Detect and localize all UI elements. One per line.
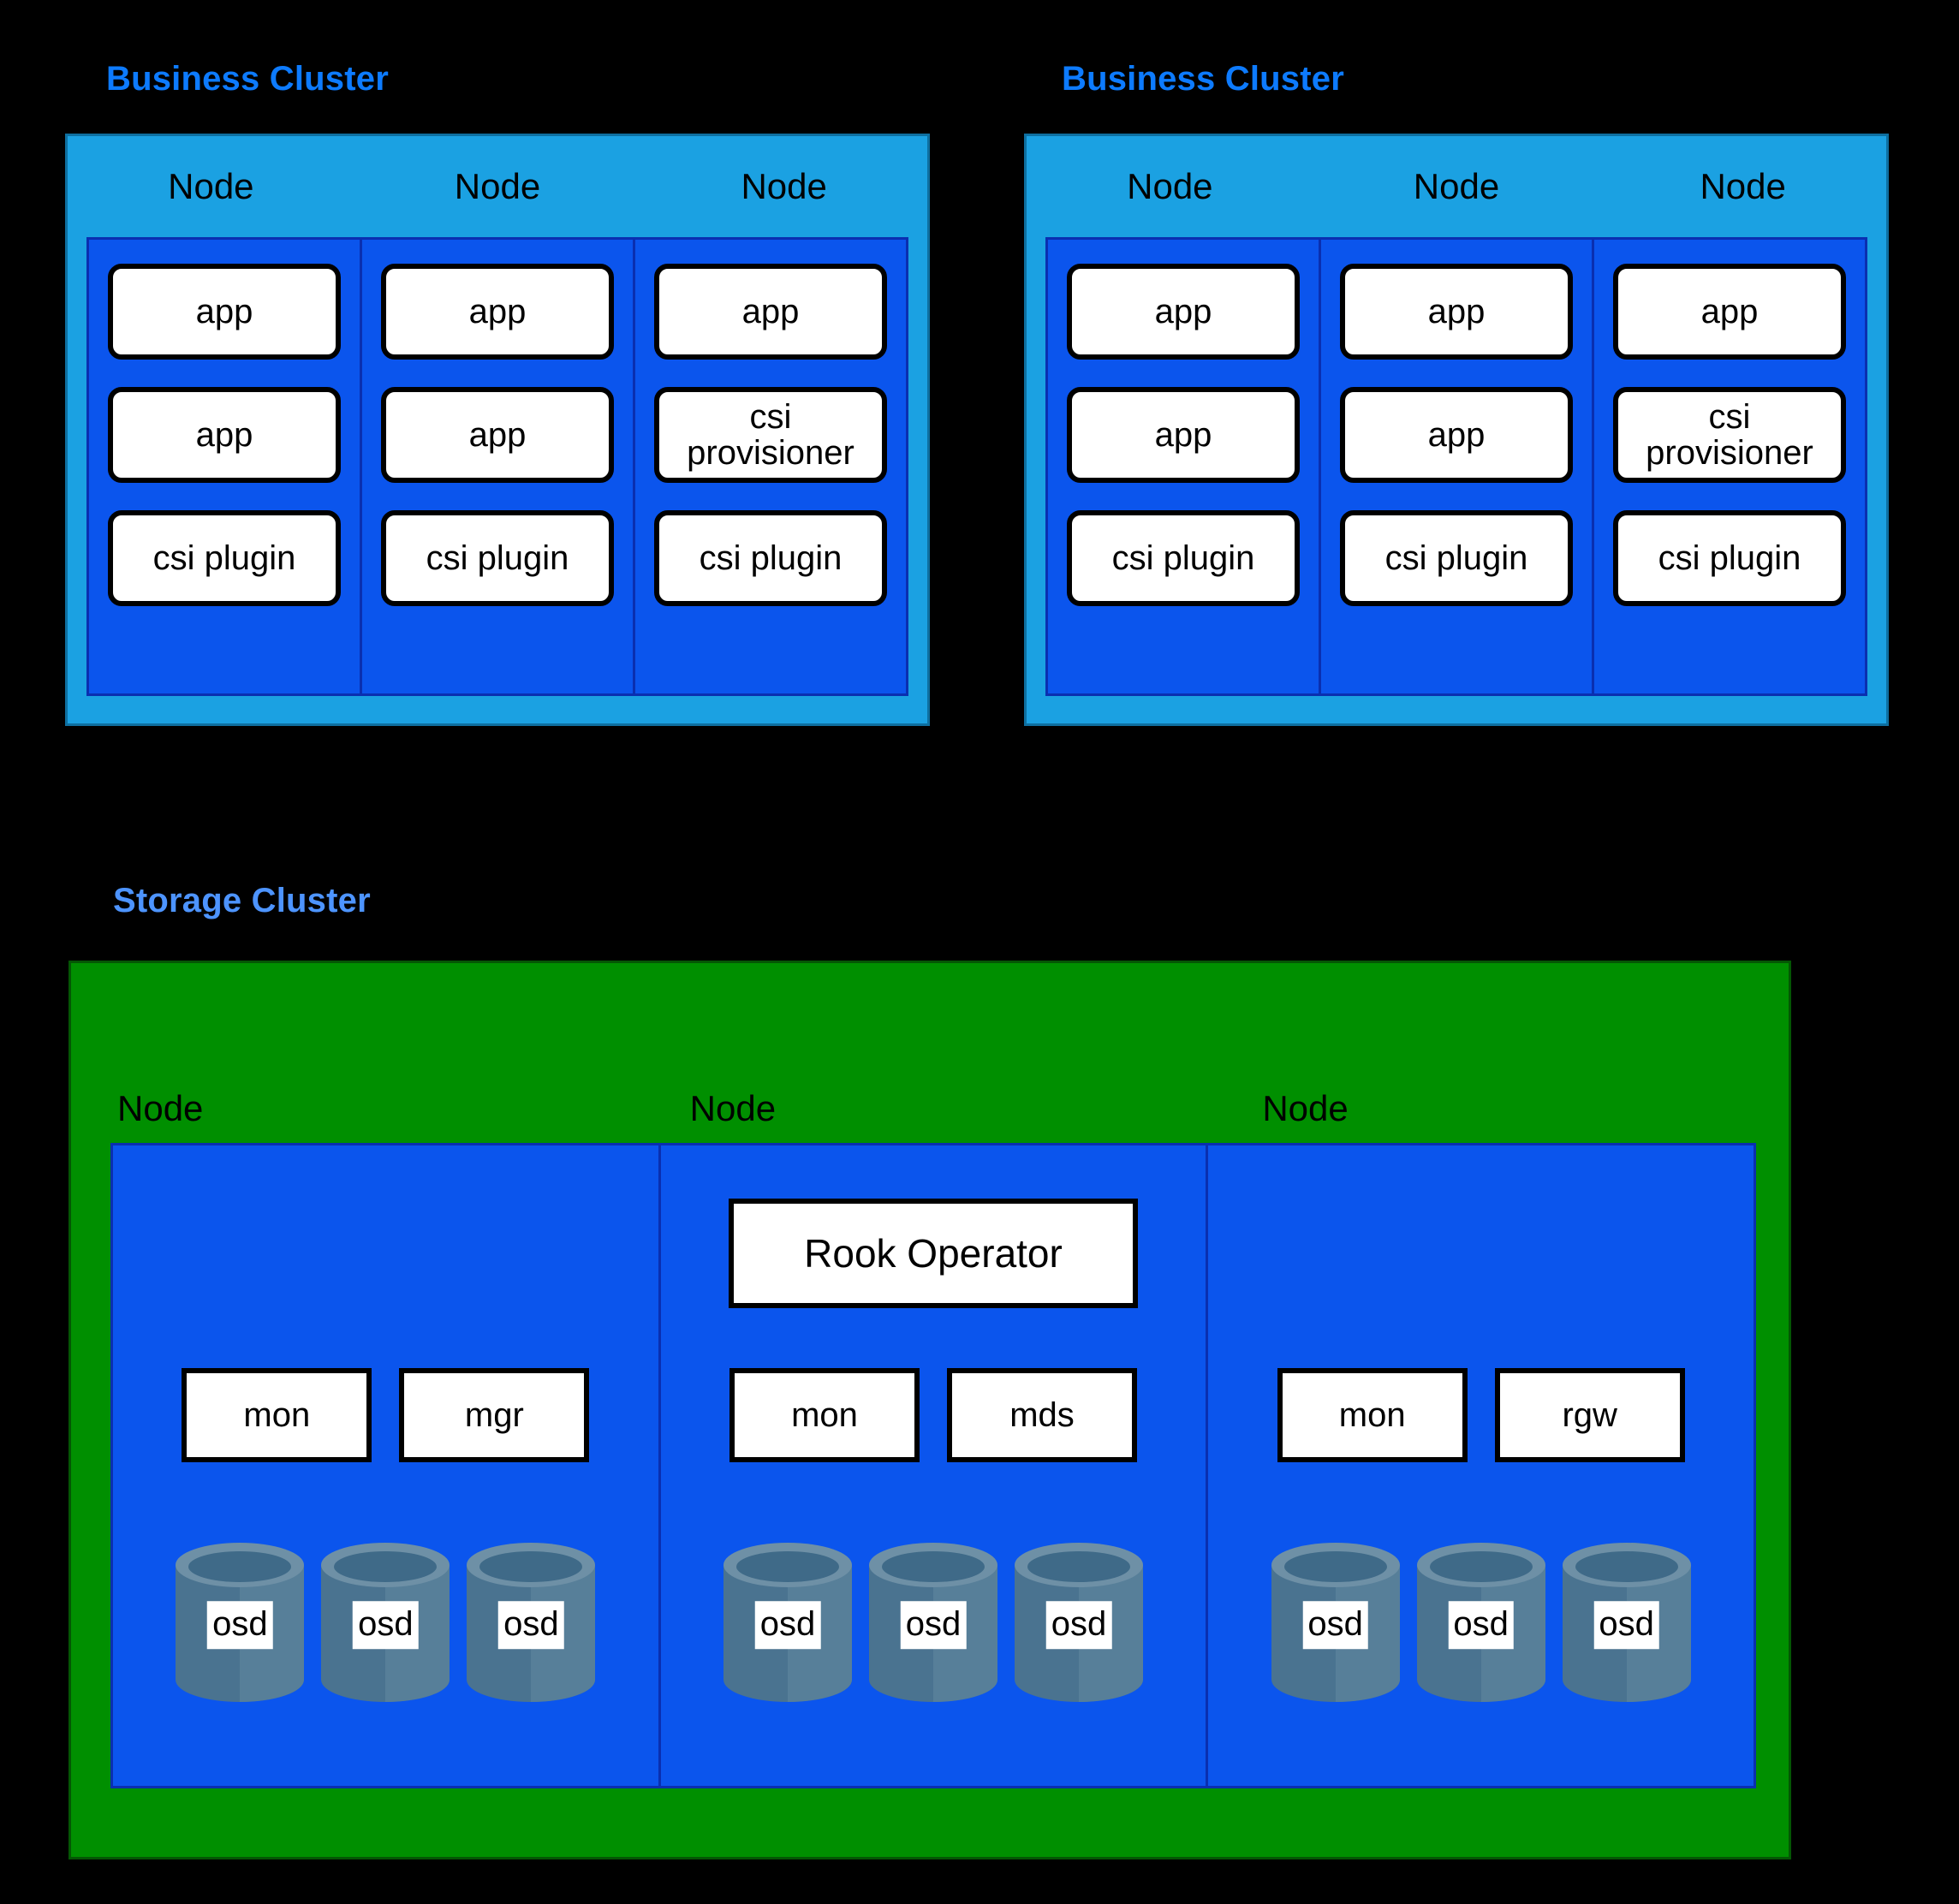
business-node: app app csi plugin	[89, 240, 362, 693]
osd-label: osd	[754, 1601, 821, 1650]
business-cluster-1-node-labels: Node Node Node	[68, 136, 927, 237]
osd-row: osd osd	[661, 1543, 1206, 1704]
osd-cylinder[interactable]: osd	[1414, 1543, 1549, 1704]
business-cluster-2-nodes: app app csi plugin app app csi plugin ap…	[1045, 237, 1867, 696]
pod-app[interactable]: app	[654, 264, 887, 360]
pod-app[interactable]: app	[1340, 387, 1573, 483]
business-cluster-2-title: Business Cluster	[1062, 60, 1344, 98]
osd-cylinder[interactable]: osd	[463, 1543, 598, 1704]
rook-operator-box[interactable]: Rook Operator	[729, 1199, 1138, 1308]
daemon-row: mon mgr	[113, 1368, 658, 1462]
daemon-mon[interactable]: mon	[729, 1368, 920, 1462]
business-cluster-2: Node Node Node app app csi plugin app ap…	[1024, 134, 1889, 726]
pod-app[interactable]: app	[1067, 264, 1300, 360]
osd-cylinder[interactable]: osd	[720, 1543, 855, 1704]
daemon-mds[interactable]: mds	[947, 1368, 1137, 1462]
osd-label: osd	[207, 1601, 273, 1650]
daemon-row: mon mds	[661, 1368, 1206, 1462]
pod-app[interactable]: app	[108, 387, 341, 483]
node-label: Node	[1700, 166, 1786, 206]
business-node: app app csi plugin	[1321, 240, 1594, 693]
node-label: Node	[454, 166, 541, 206]
storage-node: mon mgr osd	[113, 1145, 661, 1786]
osd-row: osd osd	[113, 1543, 658, 1704]
pod-app[interactable]: app	[1067, 387, 1300, 483]
node-label: Node	[689, 1088, 777, 1128]
node-label: Node	[1127, 166, 1213, 206]
business-node: app csi provisioner csi plugin	[1594, 240, 1865, 693]
osd-cylinder[interactable]: osd	[1011, 1543, 1146, 1704]
pod-app[interactable]: app	[381, 264, 614, 360]
pod-app[interactable]: app	[108, 264, 341, 360]
osd-cylinder[interactable]: osd	[866, 1543, 1001, 1704]
osd-label: osd	[353, 1601, 419, 1650]
business-node: app app csi plugin	[1048, 240, 1321, 693]
osd-row: osd osd	[1208, 1543, 1754, 1704]
business-cluster-1-title: Business Cluster	[106, 60, 389, 98]
osd-label: osd	[498, 1601, 564, 1650]
daemon-mon[interactable]: mon	[182, 1368, 372, 1462]
operator-row: Rook Operator	[661, 1199, 1206, 1308]
osd-label: osd	[1302, 1601, 1368, 1650]
osd-cylinder[interactable]: osd	[318, 1543, 453, 1704]
osd-label: osd	[900, 1601, 967, 1650]
business-cluster-1: Node Node Node app app csi plugin app ap…	[65, 134, 930, 726]
storage-node: Rook Operator mon mds osd	[661, 1145, 1209, 1786]
pod-csi-provisioner[interactable]: csi provisioner	[1613, 387, 1846, 483]
pod-app[interactable]: app	[381, 387, 614, 483]
osd-cylinder[interactable]: osd	[172, 1543, 307, 1704]
daemon-row: mon rgw	[1208, 1368, 1754, 1462]
node-label: Node	[168, 166, 254, 206]
node-label: Node	[117, 1088, 204, 1128]
daemon-mon[interactable]: mon	[1277, 1368, 1468, 1462]
pod-app[interactable]: app	[1340, 264, 1573, 360]
business-cluster-2-node-labels: Node Node Node	[1027, 136, 1886, 237]
osd-label: osd	[1448, 1601, 1514, 1650]
node-label: Node	[1262, 1088, 1349, 1128]
osd-cylinder[interactable]: osd	[1268, 1543, 1403, 1704]
storage-cluster-nodes: mon mgr osd	[110, 1143, 1756, 1788]
storage-cluster-node-labels: Node Node Node	[71, 963, 1789, 1143]
pod-csi-plugin[interactable]: csi plugin	[1613, 510, 1846, 606]
node-label: Node	[741, 166, 827, 206]
business-node: app app csi plugin	[362, 240, 635, 693]
osd-cylinder[interactable]: osd	[1559, 1543, 1694, 1704]
pod-csi-plugin[interactable]: csi plugin	[381, 510, 614, 606]
pod-app[interactable]: app	[1613, 264, 1846, 360]
storage-node: mon rgw osd	[1208, 1145, 1754, 1786]
pod-csi-plugin[interactable]: csi plugin	[1067, 510, 1300, 606]
pod-csi-plugin[interactable]: csi plugin	[654, 510, 887, 606]
pod-csi-provisioner[interactable]: csi provisioner	[654, 387, 887, 483]
storage-cluster: Node Node Node mon mgr osd	[68, 961, 1791, 1859]
storage-cluster-title: Storage Cluster	[113, 882, 371, 919]
business-node: app csi provisioner csi plugin	[635, 240, 906, 693]
node-label: Node	[1413, 166, 1500, 206]
osd-label: osd	[1593, 1601, 1659, 1650]
pod-csi-plugin[interactable]: csi plugin	[1340, 510, 1573, 606]
pod-csi-plugin[interactable]: csi plugin	[108, 510, 341, 606]
daemon-mgr[interactable]: mgr	[399, 1368, 590, 1462]
business-cluster-1-nodes: app app csi plugin app app csi plugin ap…	[86, 237, 908, 696]
osd-label: osd	[1045, 1601, 1112, 1650]
daemon-rgw[interactable]: rgw	[1494, 1368, 1685, 1462]
